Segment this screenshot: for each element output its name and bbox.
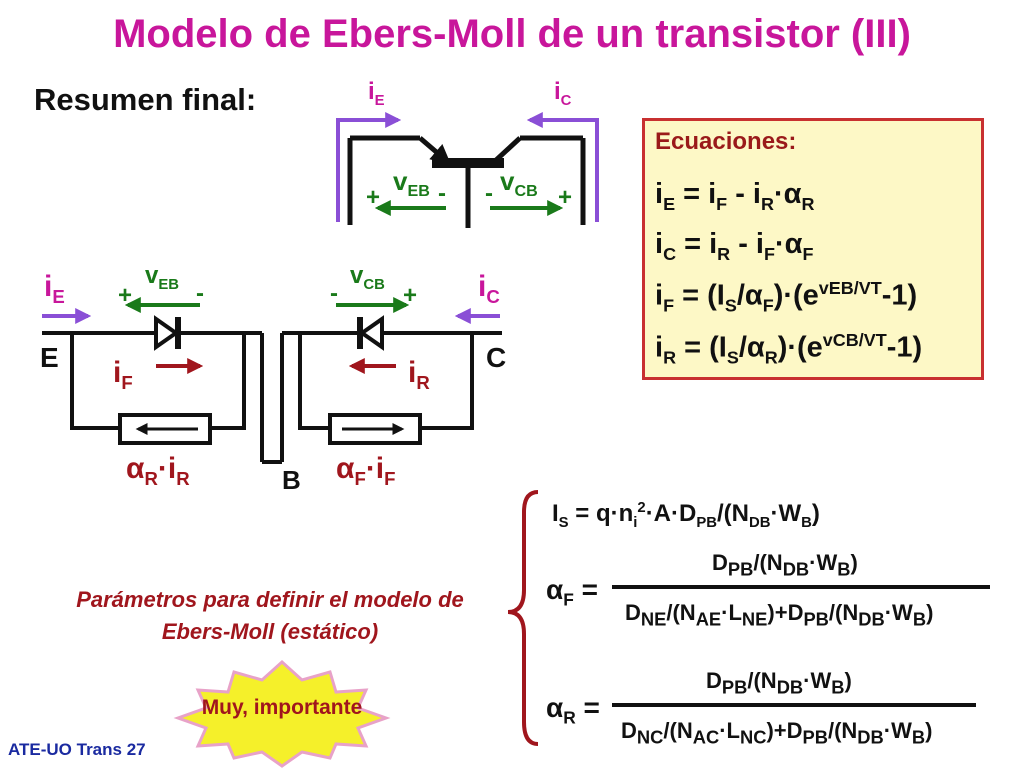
transistor-veb-label: vEB <box>393 166 430 201</box>
node-e-label: E <box>40 342 59 373</box>
diode-emitter <box>154 315 181 351</box>
circuit-vcb-plus: + <box>403 282 418 309</box>
summary-heading: Resumen final: <box>34 82 257 117</box>
parameters-note: Parámetros para definir el modelo de Ebe… <box>76 587 464 644</box>
circuit-wires <box>42 331 502 464</box>
node-b-label: B <box>282 465 301 495</box>
circuit-vcb-minus: - <box>330 280 338 307</box>
badge-starburst <box>173 659 391 768</box>
transistor-symbol <box>347 135 586 228</box>
equation-ic: iC = iR - iF·αF <box>655 228 814 264</box>
formula-alpha-r-lhs: αR = <box>546 692 600 728</box>
formula-alpha-f-denominator: DNE/(NAE·LNE)+DPB/(NDB·WB) <box>625 600 934 630</box>
formula-alpha-f-lhs: αF = <box>546 574 598 610</box>
diode-collector <box>357 315 384 351</box>
current-source-left <box>118 413 212 445</box>
formula-alpha-f-numerator: DPB/(NDB·WB) <box>712 550 858 580</box>
curly-brace <box>507 490 539 746</box>
equations-box <box>642 118 984 380</box>
transistor-vcb-label: vCB <box>500 166 538 201</box>
if-label: iF <box>113 356 133 393</box>
source-right-label: αF·iF <box>336 452 396 489</box>
transistor-ie-label: iE <box>368 78 385 109</box>
source-left-label: αR·iR <box>126 452 190 489</box>
circuit-veb-label: vEB <box>145 262 180 293</box>
transistor-vcb-plus: + <box>558 184 573 211</box>
equations-heading: Ecuaciones: <box>655 128 797 155</box>
formula-alpha-r-numerator: DPB/(NDB·WB) <box>706 668 852 698</box>
footer-slide-id: ATE-UO Trans 27 <box>8 740 146 759</box>
ir-label: iR <box>408 356 430 393</box>
transistor-ic-arrow <box>526 112 599 222</box>
transistor-ie-arrow <box>336 112 402 222</box>
circuit-ie-label: iE <box>44 270 65 307</box>
node-c-label: C <box>486 342 507 373</box>
transistor-veb-minus: - <box>438 180 446 207</box>
current-source-right <box>328 413 422 445</box>
circuit-veb-plus: + <box>118 282 133 309</box>
circuit-vcb-label: vCB <box>350 262 385 293</box>
transistor-veb-plus: + <box>366 184 381 211</box>
important-badge-text: Muy, importante <box>201 696 363 719</box>
formula-alpha-r-denominator: DNC/(NAC·LNC)+DPB/(NDB·WB) <box>621 718 933 748</box>
circuit-veb-minus: - <box>196 280 204 307</box>
equation-if: iF = (IS/αF)·(evEB/VT-1) <box>655 278 918 316</box>
page-title: Modelo de Ebers-Moll de un transistor (I… <box>113 12 911 56</box>
transistor-vcb-minus: - <box>485 180 493 207</box>
transistor-ic-label: iC <box>554 78 572 109</box>
circuit-ic-label: iC <box>478 270 500 307</box>
formula-is: IS = q·ni2·A·DPB/(NDB·WB) <box>552 500 820 531</box>
equation-ie: iE = iF - iR·αR <box>655 178 815 214</box>
equation-ir: iR = (IS/αR)·(evCB/VT-1) <box>655 330 923 368</box>
